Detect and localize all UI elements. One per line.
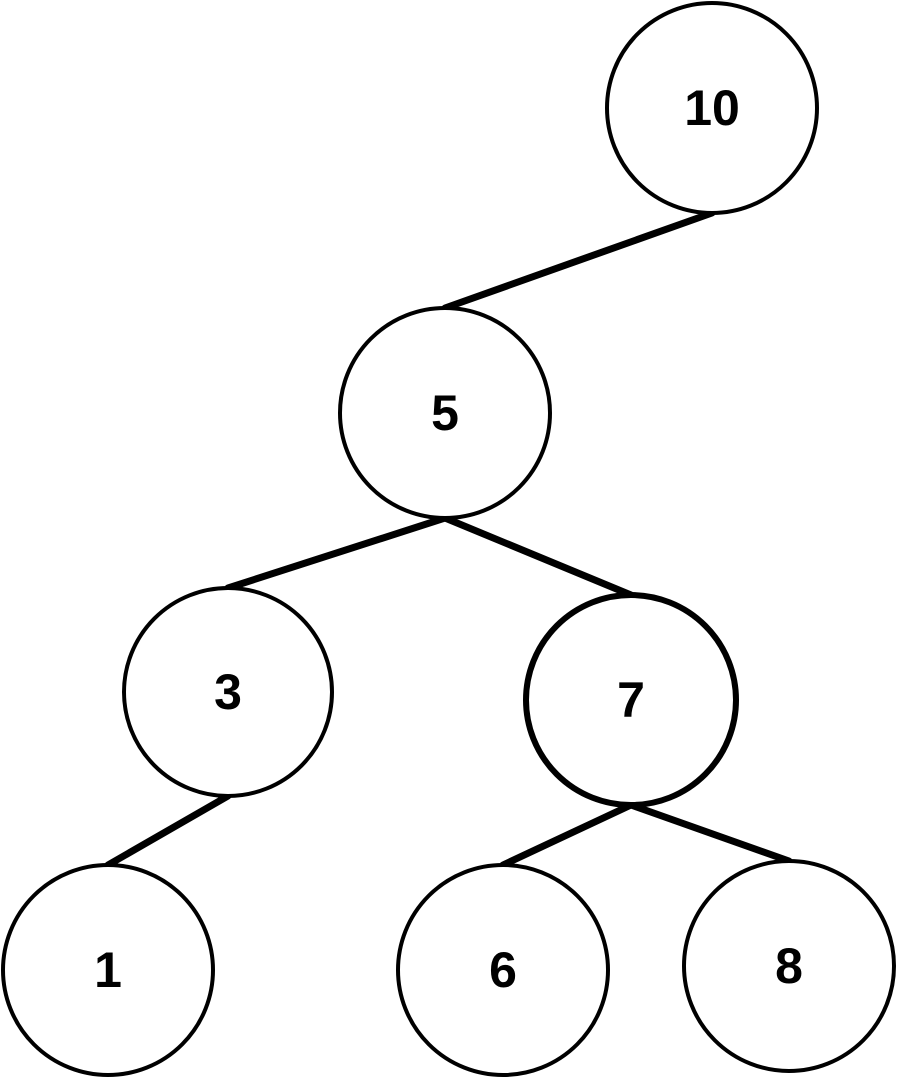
tree-node-5: 5 xyxy=(338,306,552,520)
tree-node-label: 10 xyxy=(684,80,740,136)
tree-node-circle xyxy=(523,592,739,808)
tree-edge-n10-n5 xyxy=(441,209,716,312)
tree-node-circle xyxy=(338,306,552,520)
tree-node-label: 7 xyxy=(617,672,645,728)
tree-edges xyxy=(104,209,793,869)
tree-node-circle xyxy=(1,863,215,1077)
tree-edge-n7-n6 xyxy=(499,801,635,869)
tree-node-1: 1 xyxy=(1,863,215,1077)
tree-node-circle xyxy=(122,586,334,798)
tree-node-3: 3 xyxy=(122,586,334,798)
tree-node-label: 5 xyxy=(431,385,459,441)
tree-node-label: 6 xyxy=(489,942,517,998)
tree-node-7: 7 xyxy=(523,592,739,808)
tree-edge-n5-n7 xyxy=(441,514,635,599)
tree-node-6: 6 xyxy=(396,863,610,1077)
tree-node-circle xyxy=(605,1,819,215)
tree-node-10: 10 xyxy=(605,1,819,215)
tree-node-label: 3 xyxy=(214,664,242,720)
tree-node-label: 1 xyxy=(94,942,122,998)
tree-node-label: 8 xyxy=(775,938,803,994)
tree-node-8: 8 xyxy=(682,859,896,1073)
tree-edge-n7-n8 xyxy=(627,801,793,865)
tree-node-circle xyxy=(682,859,896,1073)
tree-edge-n3-n1 xyxy=(104,792,232,869)
tree-node-circle xyxy=(396,863,610,1077)
tree-edge-n5-n3 xyxy=(224,514,449,592)
